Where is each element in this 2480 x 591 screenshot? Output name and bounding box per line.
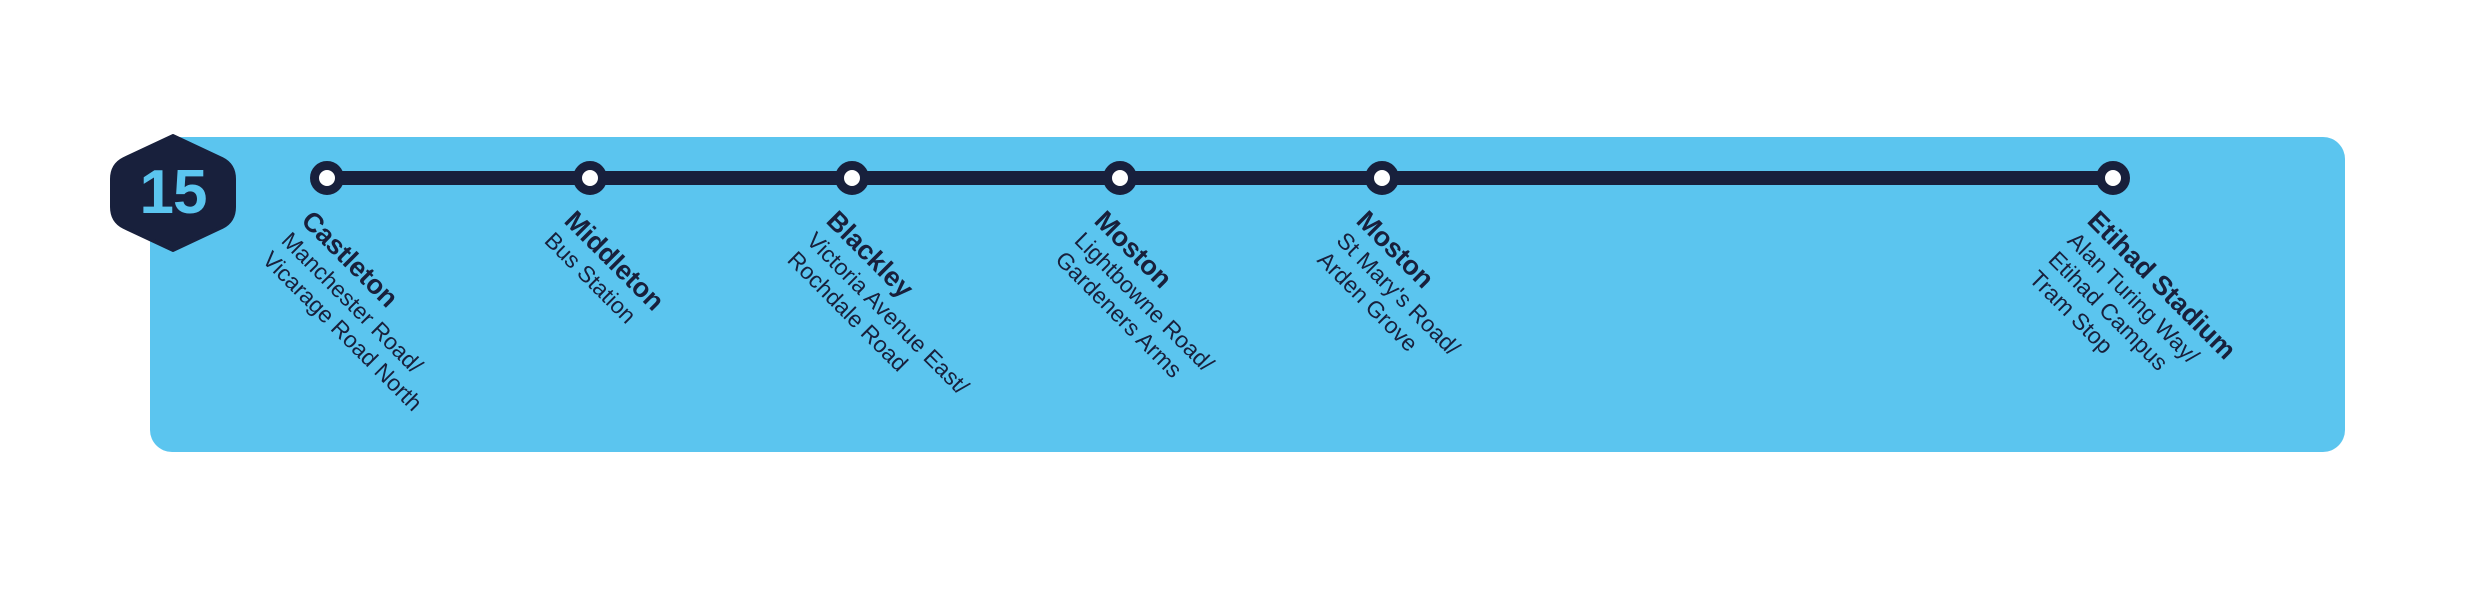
hexagon-icon [110, 134, 236, 252]
route-panel-background [150, 137, 2345, 452]
stop-dot[interactable] [835, 161, 869, 195]
stop-dot[interactable] [1365, 161, 1399, 195]
route-number-label: 15 [139, 158, 208, 227]
route-number-badge[interactable]: 15 [110, 134, 236, 252]
stop-dot[interactable] [310, 161, 344, 195]
stop-dot[interactable] [573, 161, 607, 195]
stop-dot[interactable] [2096, 161, 2130, 195]
stop-dot[interactable] [1103, 161, 1137, 195]
